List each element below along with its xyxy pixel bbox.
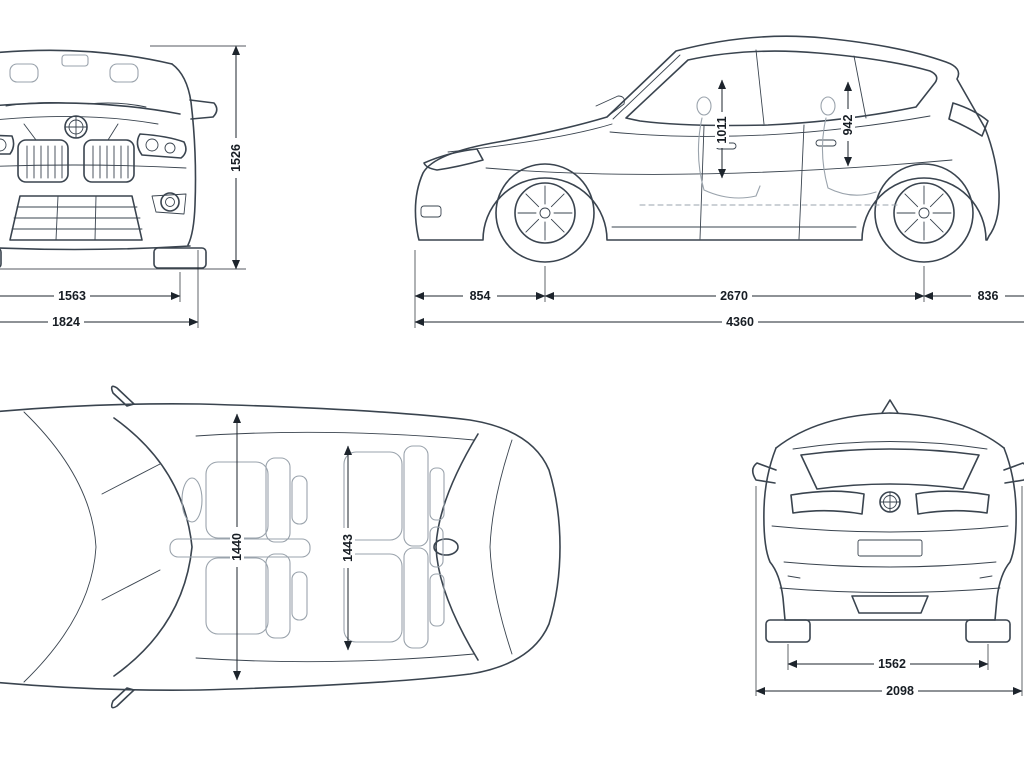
dim-length: 4360 bbox=[414, 315, 1024, 329]
top-roof-edges bbox=[195, 431, 475, 663]
dim-label-rear-headroom: 942 bbox=[841, 115, 855, 136]
dim-cabin-width-rear: 1443 bbox=[341, 445, 355, 651]
side-interior-seats bbox=[639, 96, 901, 206]
front-cowl-line bbox=[0, 102, 181, 115]
side-pillars bbox=[755, 49, 867, 125]
side-taillight bbox=[948, 102, 989, 137]
side-belt-line bbox=[609, 115, 931, 137]
side-body-outline bbox=[414, 35, 1000, 241]
front-bumper-line bbox=[0, 164, 187, 169]
dim-label-rear-width: 2098 bbox=[886, 684, 914, 698]
rear-body-side-right bbox=[994, 447, 1017, 621]
side-hood-crease bbox=[447, 123, 613, 153]
top-rear-window bbox=[435, 433, 479, 661]
dim-label-cabin-width-rear: 1443 bbox=[341, 534, 355, 562]
front-headlight-left bbox=[0, 134, 15, 155]
side-front-wheel bbox=[495, 163, 595, 263]
front-wheel-right bbox=[153, 247, 207, 269]
dim-label-rear-overhang: 836 bbox=[978, 289, 999, 303]
rear-wheel-right bbox=[965, 619, 1011, 643]
side-mirror bbox=[595, 95, 625, 117]
front-kidney-grille-right bbox=[83, 139, 135, 183]
top-hood-cut bbox=[23, 411, 97, 683]
top-wipers bbox=[101, 463, 161, 601]
dim-rear-track: 1562 bbox=[787, 644, 989, 671]
dim-label-front-height: 1526 bbox=[229, 144, 243, 172]
front-wipers bbox=[5, 101, 147, 108]
front-foglight-right bbox=[160, 192, 180, 212]
front-mirror-right bbox=[189, 99, 218, 120]
rear-roof-line bbox=[775, 412, 1005, 449]
rear-mirror-right bbox=[1003, 462, 1024, 484]
front-side-vent-right bbox=[151, 193, 187, 215]
dim-label-front-overhang: 854 bbox=[470, 289, 491, 303]
rear-antenna-fin bbox=[881, 399, 899, 414]
rear-tailgate-crease bbox=[771, 525, 1009, 533]
dim-label-front-headroom: 1011 bbox=[715, 116, 729, 143]
side-fog-inlet bbox=[420, 205, 442, 218]
rear-diffuser bbox=[851, 595, 929, 614]
rear-taillight-left bbox=[790, 490, 865, 515]
dim-front-track: 1563 bbox=[0, 272, 181, 303]
top-view: 1440 1443 bbox=[0, 385, 561, 709]
dim-label-front-track: 1563 bbox=[58, 289, 86, 303]
side-rear-wheel bbox=[874, 163, 974, 263]
dim-wheelbase: 2670 bbox=[544, 266, 925, 303]
front-wheel-left bbox=[0, 248, 2, 268]
dim-rear-width: 2098 bbox=[755, 486, 1023, 698]
dim-front-headroom: 1011 bbox=[715, 79, 729, 179]
dim-front-height: 1526 bbox=[0, 45, 246, 270]
dim-rear-overhang: 836 bbox=[923, 289, 1024, 303]
side-headlight bbox=[423, 148, 484, 171]
rear-mirror-left bbox=[751, 462, 777, 484]
side-door-handle-rear bbox=[815, 139, 837, 147]
rear-hatch-bottom bbox=[783, 561, 997, 568]
front-roof-line bbox=[0, 49, 173, 65]
rear-window bbox=[800, 448, 980, 490]
bmw-roundel-icon bbox=[64, 115, 88, 139]
rear-view: 1562 2098 bbox=[751, 399, 1024, 698]
side-character-line bbox=[485, 159, 953, 175]
dim-cabin-width-front: 1440 bbox=[230, 413, 244, 681]
top-windshield bbox=[113, 417, 193, 677]
rear-license-recess bbox=[857, 539, 923, 557]
rear-reflectors bbox=[787, 575, 993, 579]
top-body-outline bbox=[0, 403, 561, 691]
top-mirror-left bbox=[110, 385, 135, 407]
dim-label-wheelbase: 2670 bbox=[720, 289, 748, 303]
dim-label-length: 4360 bbox=[726, 315, 754, 329]
side-view: 1011 942 854 2670 836 bbox=[414, 35, 1024, 329]
front-grille-slats bbox=[26, 145, 129, 179]
dim-front-width: 1824 bbox=[0, 250, 199, 329]
front-view: 1526 1563 1824 bbox=[0, 45, 246, 329]
front-headlight-right bbox=[136, 133, 187, 159]
side-a-pillar bbox=[612, 54, 681, 120]
front-body-side-right bbox=[171, 63, 197, 246]
top-mirror-right bbox=[110, 687, 135, 709]
rear-bumper-line bbox=[779, 587, 1001, 593]
front-lower-intake bbox=[9, 195, 143, 241]
dim-label-cabin-width-front: 1440 bbox=[230, 533, 244, 561]
front-kidney-grille-left bbox=[17, 139, 69, 183]
front-hood-creases bbox=[0, 116, 159, 141]
front-interior-headrests bbox=[9, 54, 139, 83]
rear-taillight-right bbox=[915, 490, 990, 515]
top-antenna-fin bbox=[433, 538, 459, 556]
dim-label-rear-track: 1562 bbox=[878, 657, 906, 671]
dim-rear-headroom: 942 bbox=[841, 81, 855, 167]
side-glasshouse bbox=[625, 50, 938, 127]
dim-label-front-width: 1824 bbox=[52, 315, 80, 329]
rear-bmw-roundel-icon bbox=[879, 491, 901, 513]
rear-wheel-left bbox=[765, 619, 811, 643]
rear-spoiler-line bbox=[792, 441, 988, 450]
top-hatch-line bbox=[489, 439, 513, 655]
dim-front-overhang: 854 bbox=[414, 250, 546, 328]
top-steering-wheel bbox=[181, 477, 203, 523]
rear-body-side-left bbox=[763, 447, 786, 621]
